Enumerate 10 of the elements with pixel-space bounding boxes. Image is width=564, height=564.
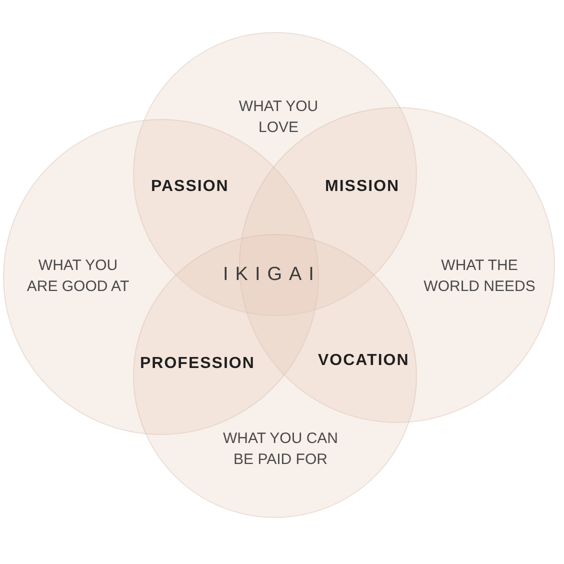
overlap-label: PROFESSION: [140, 354, 255, 374]
category-label: WHAT YOU ARE GOOD AT: [26, 256, 130, 297]
category-label: WHAT THE WORLD NEEDS: [423, 256, 536, 297]
category-label: WHAT YOU CAN BE PAID FOR: [222, 429, 339, 470]
center-label: IKIGAI: [223, 265, 321, 285]
category-label: WHAT YOU LOVE: [238, 97, 319, 138]
overlap-label: VOCATION: [318, 351, 410, 371]
overlap-label: MISSION: [325, 177, 400, 197]
overlap-label: PASSION: [151, 177, 229, 197]
venn-circle: [133, 234, 417, 518]
